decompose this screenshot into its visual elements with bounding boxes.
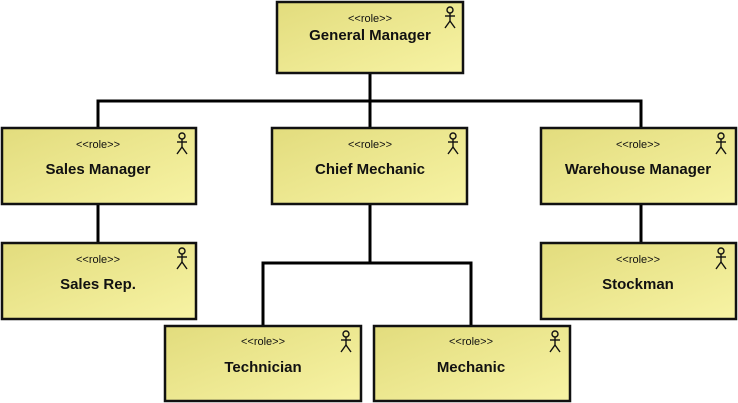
stereotype-label: <<role>> <box>348 13 392 25</box>
stereotype-label: <<role>> <box>241 336 285 348</box>
role-name: General Manager <box>309 27 431 44</box>
connector-general-manager-to-warehouse-manager <box>368 73 643 128</box>
stereotype-label: <<role>> <box>76 254 120 266</box>
role-node-general-manager[interactable]: <<role>> General Manager <box>275 0 465 75</box>
node-box <box>372 324 572 403</box>
node-box <box>270 126 469 206</box>
role-node-chief-mechanic[interactable]: <<role>> Chief Mechanic <box>270 126 469 206</box>
role-name: Sales Manager <box>45 161 150 178</box>
connectors <box>96 73 643 326</box>
node-box <box>0 126 198 206</box>
role-node-mechanic[interactable]: <<role>> Mechanic <box>372 324 572 403</box>
node-box <box>0 241 198 321</box>
actor-icon <box>549 330 561 353</box>
stereotype-label: <<role>> <box>76 139 120 151</box>
role-name: Stockman <box>602 276 674 293</box>
role-node-warehouse-manager[interactable]: <<role>> Warehouse Manager <box>539 126 738 206</box>
connector-general-manager-to-sales-manager <box>96 73 372 128</box>
actor-icon <box>447 132 459 155</box>
actor-icon <box>715 132 727 155</box>
role-node-stockman[interactable]: <<role>> Stockman <box>539 241 738 321</box>
stereotype-label: <<role>> <box>449 336 493 348</box>
role-name: Sales Rep. <box>60 276 136 293</box>
actor-icon <box>176 247 188 270</box>
node-box <box>539 241 738 321</box>
connector-chief-mechanic-to-mechanic <box>368 204 473 326</box>
role-name: Mechanic <box>437 359 505 376</box>
connector-chief-mechanic-to-technician <box>261 204 372 326</box>
role-name: Technician <box>224 359 301 376</box>
stereotype-label: <<role>> <box>616 139 660 151</box>
actor-icon <box>715 247 727 270</box>
node-box <box>163 324 363 403</box>
node-box <box>539 126 738 206</box>
actor-icon <box>176 132 188 155</box>
role-node-technician[interactable]: <<role>> Technician <box>163 324 363 403</box>
stereotype-label: <<role>> <box>616 254 660 266</box>
actor-icon <box>340 330 352 353</box>
role-name: Warehouse Manager <box>565 161 711 178</box>
role-name: Chief Mechanic <box>315 161 425 178</box>
role-node-sales-manager[interactable]: <<role>> Sales Manager <box>0 126 198 206</box>
role-node-sales-rep[interactable]: <<role>> Sales Rep. <box>0 241 198 321</box>
stereotype-label: <<role>> <box>348 139 392 151</box>
node-box <box>275 0 465 75</box>
actor-icon <box>444 6 456 29</box>
